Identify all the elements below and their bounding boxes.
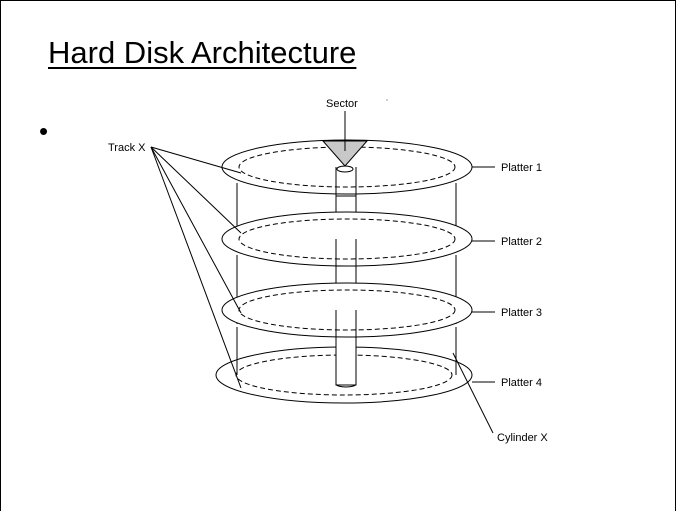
cylinder-leader-line — [452, 352, 494, 434]
cylinder-lines-front — [236, 187, 457, 375]
spindle-top — [336, 165, 354, 173]
platter-label-3: Platter 3 — [501, 307, 542, 319]
platter-labels — [472, 166, 495, 383]
bullet-point: • — [39, 116, 49, 146]
track-x-platter-2 — [238, 218, 456, 260]
platter-2 — [221, 211, 473, 267]
platter-1 — [221, 139, 473, 196]
platter-label-2: Platter 2 — [501, 236, 542, 248]
platter-label-4: Platter 4 — [501, 377, 542, 389]
stray-dot — [386, 99, 388, 101]
track-label: Track X — [108, 142, 146, 154]
platter-label-1: Platter 1 — [501, 162, 542, 174]
sector-label: Sector — [326, 98, 358, 110]
platter-4 — [215, 337, 473, 404]
track-leader-lines — [150, 146, 242, 389]
platter-3 — [221, 282, 473, 338]
cylinder-label: Cylinder X — [497, 432, 548, 444]
slide-title: Hard Disk Architecture — [48, 35, 357, 70]
